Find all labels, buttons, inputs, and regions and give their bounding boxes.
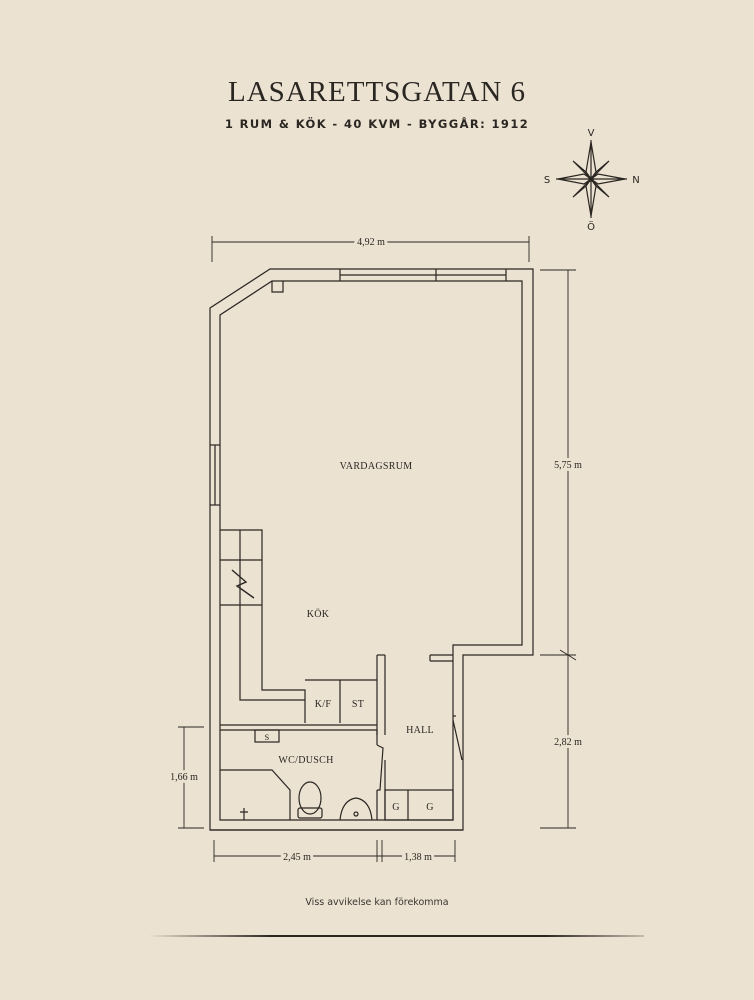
compass-east-label: Ö bbox=[587, 220, 595, 233]
room-wardrobe-2-label: G bbox=[426, 802, 434, 813]
room-wardrobe-1-label: G bbox=[392, 802, 400, 813]
room-shower-label: S bbox=[264, 732, 269, 742]
kitchen-walls bbox=[220, 529, 453, 735]
room-living-label: VARDAGSRUM bbox=[340, 461, 413, 472]
compass-south-label: S bbox=[544, 175, 550, 186]
hall-door bbox=[452, 715, 463, 761]
dim-right-upper: 5,75 m bbox=[554, 460, 582, 471]
disclaimer-text: Viss avvikelse kan förekomma bbox=[305, 897, 449, 908]
room-kitchen-label: KÖK bbox=[307, 608, 330, 620]
dim-left-bath: 1,66 m bbox=[170, 772, 198, 783]
room-fridge-label: K/F bbox=[315, 699, 332, 710]
page-title: LASARETTSGATAN 6 bbox=[227, 76, 527, 108]
room-hall-label: HALL bbox=[406, 725, 434, 736]
compass-west-label: V bbox=[588, 128, 595, 139]
dim-right-lower: 2,82 m bbox=[554, 737, 582, 748]
page-subtitle: 1 RUM & KÖK - 40 KVM - BYGGÅR: 1912 bbox=[224, 117, 530, 131]
dim-top-width: 4,92 m bbox=[357, 237, 385, 248]
dim-bottom-left: 2,45 m bbox=[283, 852, 311, 863]
room-storage-label: ST bbox=[352, 699, 364, 710]
outer-walls bbox=[209, 268, 534, 831]
dimension-lines bbox=[178, 236, 577, 862]
footer-divider bbox=[148, 935, 644, 937]
compass-rose-icon bbox=[556, 140, 627, 218]
compass-north-label: N bbox=[632, 175, 639, 186]
room-bath-label: WC/DUSCH bbox=[278, 755, 333, 766]
dim-bottom-right: 1,38 m bbox=[404, 852, 432, 863]
wardrobes bbox=[384, 789, 454, 821]
bathroom-walls bbox=[220, 729, 386, 821]
